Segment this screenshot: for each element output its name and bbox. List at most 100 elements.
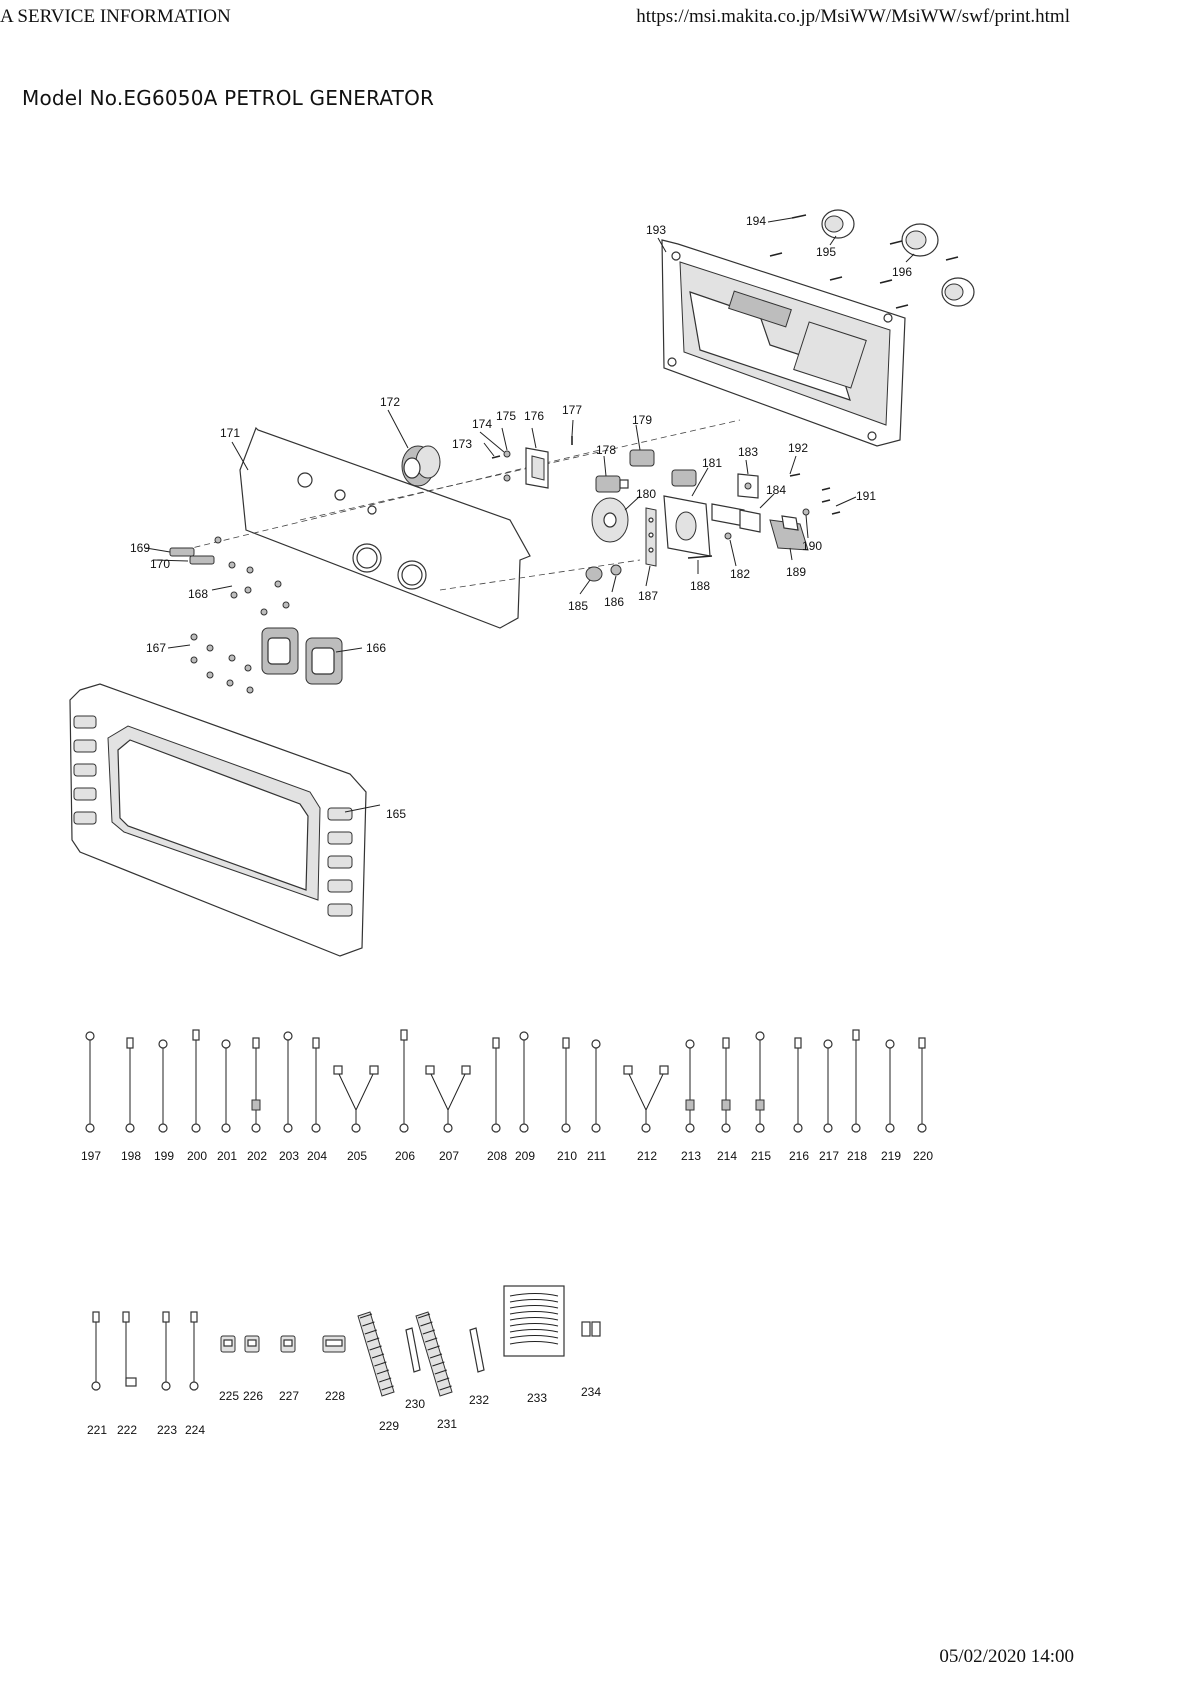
callout-182: 182 (730, 567, 750, 581)
wire-197: 197 (81, 1031, 101, 1163)
part-184-bracket (711, 503, 761, 533)
wire-label-215: 215 (751, 1149, 771, 1163)
part-234: 234 (581, 1321, 601, 1399)
part-label-222: 222 (117, 1423, 137, 1437)
part-227: 227 (279, 1335, 299, 1403)
wire-label-209: 209 (515, 1149, 535, 1163)
callout-175: 175 (496, 409, 516, 423)
wire-203: 203 (279, 1031, 299, 1163)
wire-218: 218 (847, 1029, 867, 1163)
callout-172: 172 (380, 395, 400, 409)
part-183-block (737, 473, 759, 499)
part-label-223: 223 (157, 1423, 177, 1437)
part-label-228: 228 (325, 1389, 345, 1403)
footer-datetime: 05/02/2020 14:00 (939, 1646, 1074, 1667)
wire-label-217: 217 (819, 1149, 839, 1163)
part-223: 223 (157, 1311, 177, 1437)
wire-label-202: 202 (247, 1149, 267, 1163)
callout-173: 173 (452, 437, 472, 451)
wire-label-213: 213 (681, 1149, 701, 1163)
wire-label-203: 203 (279, 1149, 299, 1163)
part-185-186-knob-nut (585, 564, 622, 582)
part-label-231: 231 (437, 1417, 457, 1431)
part-180-washer (591, 497, 629, 543)
callout-186: 186 (604, 595, 624, 609)
callout-195: 195 (816, 245, 836, 259)
wire-214: 214 (717, 1037, 737, 1163)
part-196-cap (901, 223, 975, 307)
part-label-224: 224 (185, 1423, 205, 1437)
part-label-221: 221 (87, 1423, 107, 1437)
part-166-outlets (261, 627, 343, 685)
wire-label-205: 205 (347, 1149, 367, 1163)
callout-196: 196 (892, 265, 912, 279)
callout-170: 170 (150, 557, 170, 571)
callout-169: 169 (130, 541, 150, 555)
wire-label-204: 204 (307, 1149, 327, 1163)
callout-191: 191 (856, 489, 876, 503)
wire-label-216: 216 (789, 1149, 809, 1163)
callout-194: 194 (746, 214, 766, 228)
callout-167: 167 (146, 641, 166, 655)
part-224: 224 (185, 1311, 205, 1437)
wire-201: 201 (217, 1039, 237, 1163)
callout-193: 193 (646, 223, 666, 237)
wire-label-218: 218 (847, 1149, 867, 1163)
part-229: 229 (357, 1311, 399, 1433)
part-171-panel-plate (174, 419, 741, 629)
callout-187: 187 (638, 589, 658, 603)
part-label-233: 233 (527, 1391, 547, 1405)
wire-label-214: 214 (717, 1149, 737, 1163)
callout-168: 168 (188, 587, 208, 601)
callout-181: 181 (702, 456, 722, 470)
callout-189: 189 (786, 565, 806, 579)
part-label-229: 229 (379, 1419, 399, 1433)
callout-176: 176 (524, 409, 544, 423)
part-169-170-pins (169, 547, 215, 565)
callout-183: 183 (738, 445, 758, 459)
wire-label-197: 197 (81, 1149, 101, 1163)
part-181-transformer (663, 495, 711, 557)
callout-179: 179 (632, 413, 652, 427)
part-222: 222 (117, 1311, 137, 1437)
part-172-receptacle (401, 445, 441, 487)
part-label-227: 227 (279, 1389, 299, 1403)
part-label-226: 226 (243, 1389, 263, 1403)
part-195-cap (821, 209, 855, 239)
callout-166: 166 (366, 641, 386, 655)
part-167-168-screws (190, 536, 290, 694)
part-187-strip (645, 507, 657, 567)
wire-label-208: 208 (487, 1149, 507, 1163)
wire-213: 213 (681, 1039, 701, 1163)
wire-212: 212 (623, 1065, 669, 1163)
part-221: 221 (87, 1311, 107, 1437)
header-url[interactable]: https://msi.makita.co.jp/MsiWW/MsiWW/swf… (636, 6, 1070, 27)
part-165-front-bezel (69, 683, 367, 957)
callout-178: 178 (596, 443, 616, 457)
callout-165: 165 (386, 807, 406, 821)
wire-208: 208 (487, 1037, 507, 1163)
callout-180: 180 (636, 487, 656, 501)
part-194-screws (769, 214, 959, 309)
wire-label-206: 206 (395, 1149, 415, 1163)
callout-177: 177 (562, 403, 582, 417)
part-173-175-screws (491, 436, 573, 482)
wire-209: 209 (515, 1031, 535, 1163)
part-225: 225 (219, 1335, 239, 1403)
callout-leaders (145, 217, 915, 813)
wire-label-201: 201 (217, 1149, 237, 1163)
callout-171: 171 (220, 426, 240, 440)
part-230: 230 (405, 1327, 425, 1411)
callout-184: 184 (766, 483, 786, 497)
part-label-225: 225 (219, 1389, 239, 1403)
part-label-232: 232 (469, 1393, 489, 1407)
wire-label-198: 198 (121, 1149, 141, 1163)
part-label-234: 234 (581, 1385, 601, 1399)
page-title: Model No.EG6050A PETROL GENERATOR (22, 86, 435, 110)
callout-190: 190 (802, 539, 822, 553)
part-226: 226 (243, 1335, 263, 1403)
wire-220: 220 (913, 1037, 933, 1163)
wire-217: 217 (819, 1039, 839, 1163)
